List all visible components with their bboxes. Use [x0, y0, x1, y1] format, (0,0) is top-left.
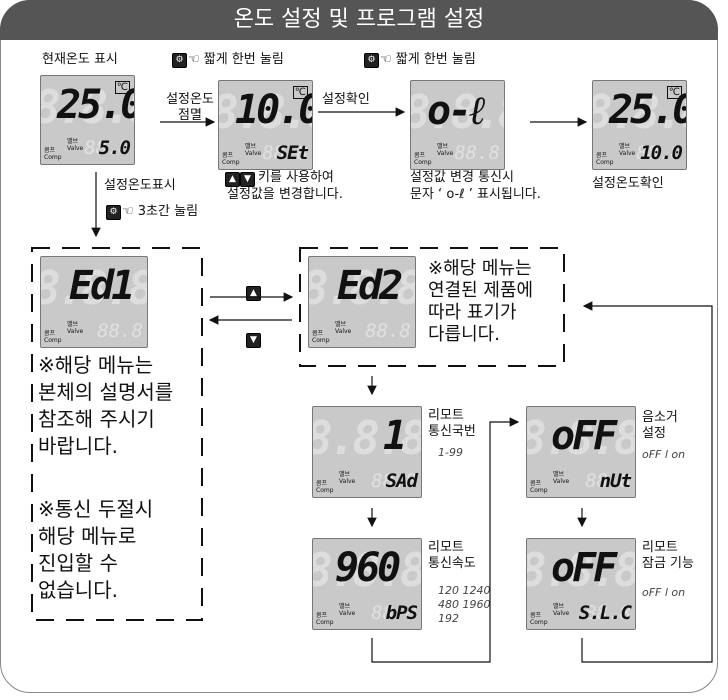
page-title: 온도 설정 및 프로그램 설정	[0, 0, 718, 40]
long-press-label: ☜ 3초간 눌림	[122, 204, 199, 219]
set-button-icon: ⚙	[364, 53, 379, 68]
celsius-icon: ℃	[292, 86, 308, 99]
key-change-label-2: 설정값을 변경합니다.	[227, 187, 343, 202]
comm-change-label: 설정값 변경 통신시	[410, 170, 514, 185]
remote-id-range: 1-99	[438, 446, 463, 459]
set-temp-display-label: 설정온도표시	[104, 178, 176, 193]
lcd-main-value: Ed1	[69, 263, 135, 309]
lcd-main-value: 25.0	[57, 82, 135, 128]
set-button-icon: ⚙	[172, 53, 187, 68]
celsius-icon: ℃	[666, 86, 682, 99]
short-press-label: ☜ 짧게 한번 눌림	[188, 52, 284, 67]
key-change-label: 키를 사용하여	[258, 170, 334, 185]
lcd-main-value: 960	[335, 545, 401, 591]
lcd-main-value: Ed2	[337, 263, 403, 309]
set-button-icon: ⚙	[106, 205, 121, 220]
down-button-icon: ▼	[240, 172, 255, 187]
lcd-sub-value: bPS	[385, 602, 418, 624]
current-temp-label: 현재온도 표시	[42, 52, 118, 67]
lcd-sub-value: nUt	[599, 470, 632, 492]
confirm-temp-label: 설정온도확인	[592, 176, 664, 191]
lcd-sub-value: SAd	[385, 470, 418, 492]
lcd-sub-value: 10.0	[640, 142, 683, 164]
lcd-main-value: 25.0	[609, 87, 687, 133]
lcd-main-value: 1	[383, 413, 407, 459]
lcd-main-value: oFF	[551, 545, 617, 591]
celsius-icon: ℃	[114, 81, 130, 94]
up-button-icon: ▲	[225, 172, 240, 187]
lock-options: oFF l on	[642, 586, 686, 599]
lcd-main-value: 10.0	[235, 87, 313, 133]
set-confirm-label: 설정확인	[322, 92, 370, 107]
lcd-sub-value: SEt	[276, 142, 309, 164]
comm-change-label-2: 문자 ‘ o-ℓ ’ 표시됩니다.	[410, 187, 541, 202]
lcd-main-value: oFF	[551, 413, 617, 459]
up-button-icon: ▲	[246, 286, 261, 301]
lcd-sub-value: 5.0	[98, 137, 131, 159]
down-button-icon: ▼	[246, 333, 261, 348]
mute-options: oFF l on	[642, 448, 686, 461]
lcd-sub-value: S.L.C	[578, 602, 632, 624]
short-press-label: ☜ 짧게 한번 눌림	[380, 52, 476, 67]
lcd-main-value: o-ℓ	[427, 88, 486, 134]
